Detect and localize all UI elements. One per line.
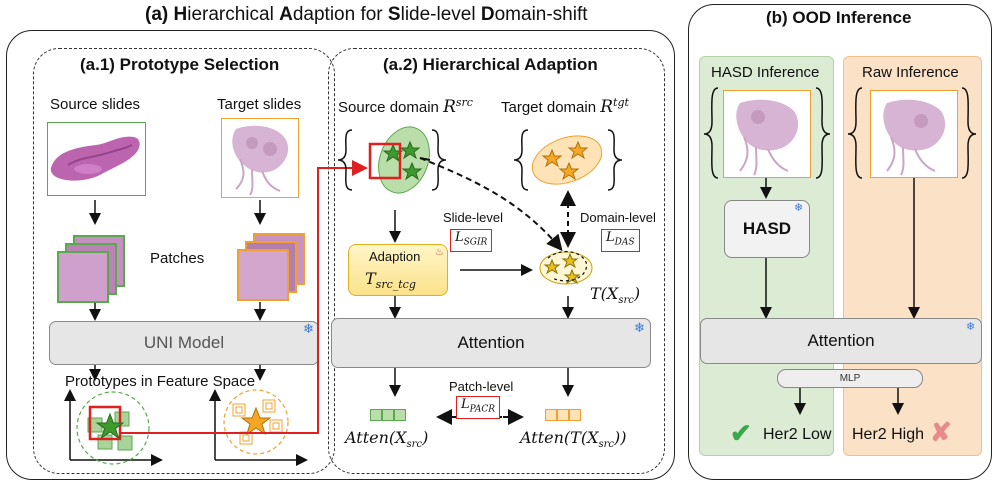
hasd-inference-label: HASD Inference (711, 64, 820, 81)
snowflake-icon: ❄ (794, 202, 804, 214)
check-icon: ✔ (730, 418, 752, 448)
hasd-module: HASD (724, 200, 810, 258)
attention-b: Attention (700, 318, 982, 364)
prototypes-label: Prototypes in Feature Space (65, 373, 256, 390)
loss-pacr: LPACR (456, 396, 501, 419)
hasd-slide-image (723, 90, 811, 178)
t-xsrc-label: T(Xsrc) (590, 284, 641, 307)
mlp-module: MLP (777, 369, 923, 388)
uni-model: UNI Model (49, 321, 319, 365)
cross-icon: ✘ (930, 417, 952, 447)
her2-high-label: Her2 High (852, 426, 925, 443)
a2-title: (a.2) Hierarchical Adaption (383, 55, 598, 74)
patch-level-label: Patch-level (449, 379, 514, 394)
a1-title: (a.1) Prototype Selection (80, 55, 280, 74)
main-title: (a) Hierarchical Adaption for Slide-leve… (145, 4, 588, 25)
atten-src-label: Atten(Xsrc) (345, 428, 429, 451)
target-slide-image (221, 118, 299, 198)
loss-sgir: LSGIR (450, 229, 493, 252)
adaption-module: Adaption ♨ Tsrc_tcg (348, 244, 448, 296)
target-slides-label: Target slides (217, 96, 302, 113)
raw-slide-image (870, 90, 958, 178)
her2-low-label: Her2 Low (763, 426, 832, 443)
snowflake-icon: ❄ (303, 321, 314, 336)
panel-a1 (33, 48, 335, 474)
atten-t-label: Atten(T(Xsrc)) (520, 428, 627, 451)
slide-level-label: Slide-level (443, 210, 503, 225)
transform-label: Tsrc_tcg (365, 269, 416, 292)
flame-icon: ♨ (435, 247, 444, 258)
attention-a2: Attention (331, 318, 651, 368)
domain-level-label: Domain-level (580, 210, 656, 225)
source-slide-image (47, 122, 146, 196)
adaption-label: Adaption (369, 249, 421, 264)
snowflake-icon: ❄ (634, 320, 645, 335)
panel-a2 (328, 48, 665, 474)
target-domain-label: Target domain Rtgt (501, 96, 629, 117)
source-slides-label: Source slides (50, 96, 141, 113)
source-domain-label: Source domain Rsrc (338, 96, 473, 117)
snowflake-icon: ❄ (966, 321, 976, 333)
loss-das: LDAS (601, 229, 640, 252)
patches-label: Patches (150, 250, 205, 267)
raw-inference-label: Raw Inference (862, 64, 959, 81)
b-title: (b) OOD Inference (766, 8, 912, 27)
